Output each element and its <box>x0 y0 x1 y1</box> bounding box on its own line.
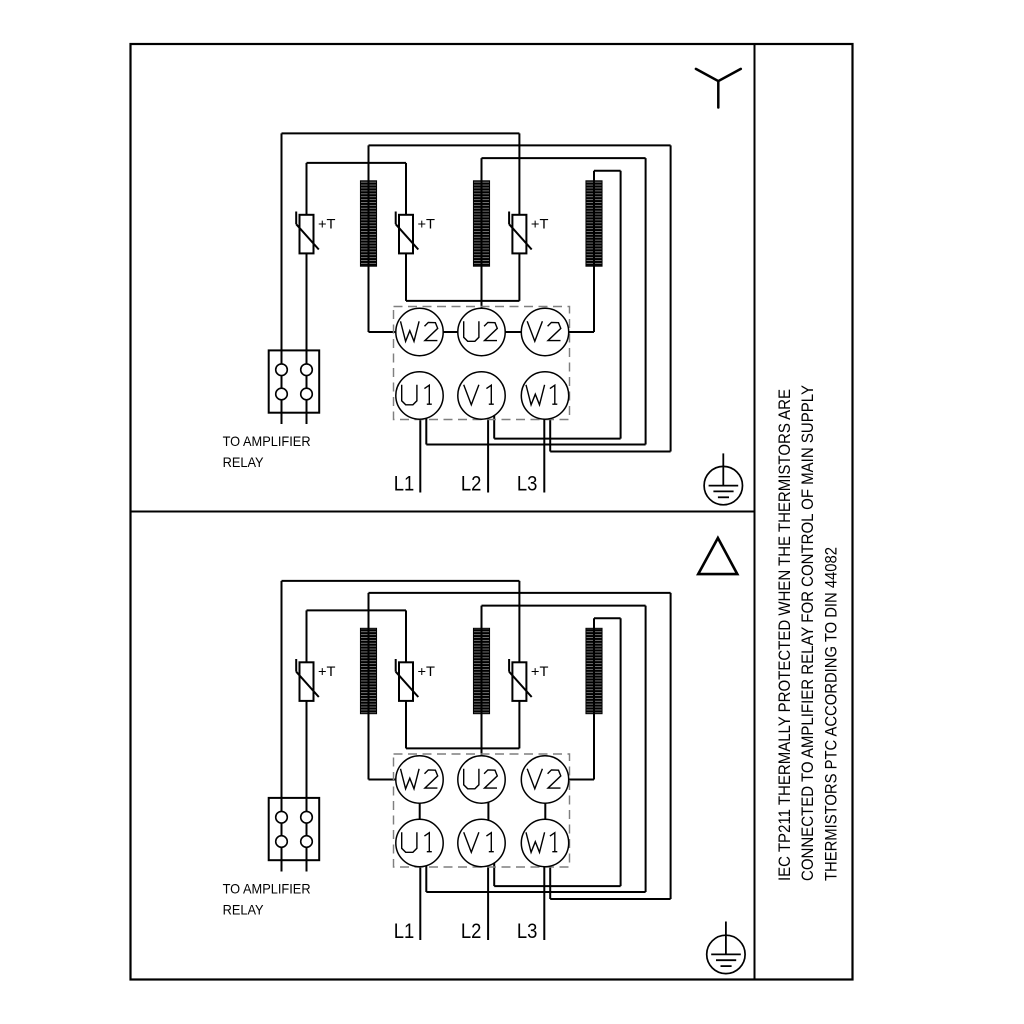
svg-text:+T: +T <box>418 663 436 679</box>
svg-text:+T: +T <box>531 216 549 232</box>
svg-text:TO AMPLIFIER: TO AMPLIFIER <box>223 433 311 449</box>
svg-text:L2: L2 <box>461 472 482 495</box>
svg-text:CONNECTED TO AMPLIFIER RELAY F: CONNECTED TO AMPLIFIER RELAY FOR CONTROL… <box>799 385 817 881</box>
svg-text:L1: L1 <box>394 920 415 943</box>
svg-text:RELAY: RELAY <box>223 901 265 917</box>
svg-text:L1: L1 <box>394 472 415 495</box>
svg-text:+T: +T <box>531 663 549 679</box>
svg-text:+T: +T <box>418 216 436 232</box>
svg-text:IEC TP211 THERMALLY PROTECTED: IEC TP211 THERMALLY PROTECTED WHEN THE T… <box>776 389 794 881</box>
svg-text:+T: +T <box>318 663 336 679</box>
svg-text:+T: +T <box>318 216 336 232</box>
svg-text:THERMISTORS PTC ACCORDING TO D: THERMISTORS PTC ACCORDING TO DIN 44082 <box>822 547 840 881</box>
svg-text:L2: L2 <box>461 920 482 943</box>
svg-text:L3: L3 <box>517 920 538 943</box>
svg-text:TO AMPLIFIER: TO AMPLIFIER <box>223 881 311 897</box>
svg-text:RELAY: RELAY <box>223 454 265 470</box>
svg-text:L3: L3 <box>517 472 538 495</box>
